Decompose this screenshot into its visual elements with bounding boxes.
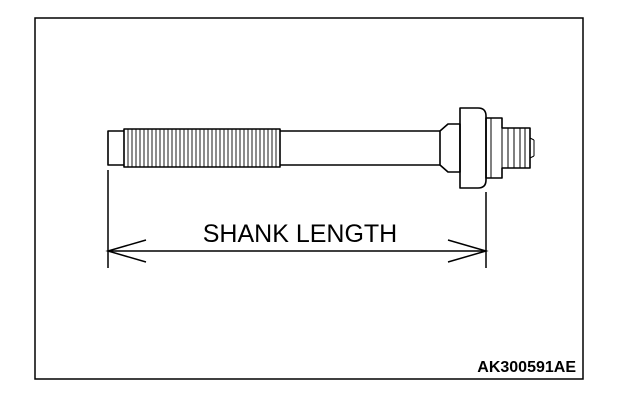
threaded-section [123, 128, 281, 168]
arrow-left-icon [105, 239, 147, 263]
shank-shoulder [439, 123, 461, 173]
bolt-tip [107, 130, 124, 166]
arrow-right-icon [447, 239, 489, 263]
thread-lines [127, 129, 277, 167]
bolt-flange [459, 107, 487, 189]
head-detail-lines [490, 118, 535, 178]
dimension-label: SHANK LENGTH [203, 220, 397, 248]
dimension [105, 170, 489, 268]
figure-code: AK300591AE [477, 359, 576, 376]
figure-frame [34, 17, 584, 380]
bolt [107, 107, 535, 189]
smooth-shank [280, 130, 440, 166]
